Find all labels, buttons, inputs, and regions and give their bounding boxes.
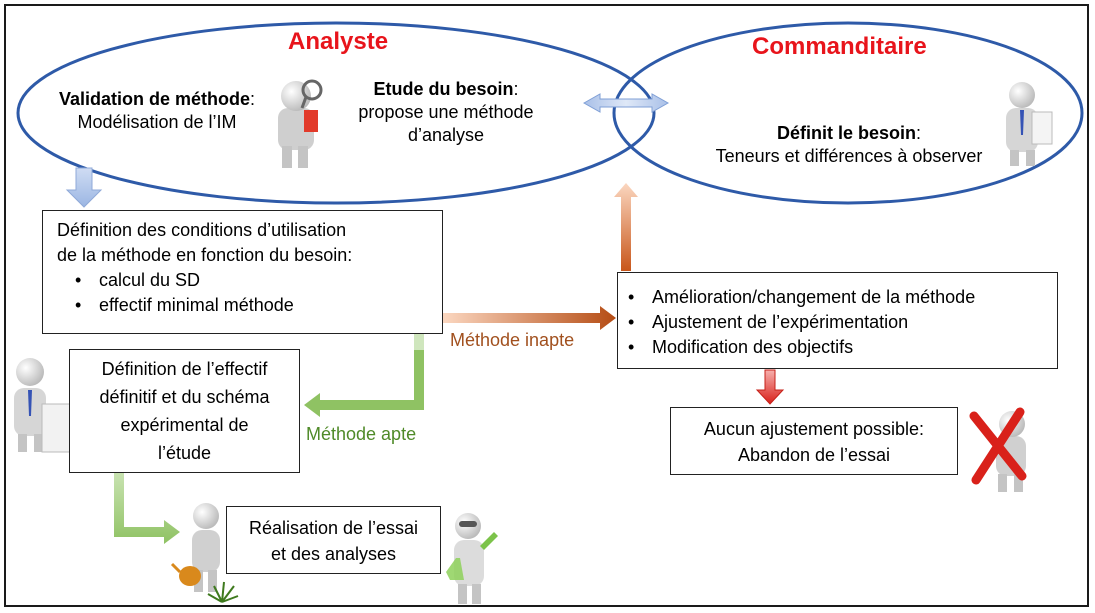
effectif-box: Définition de l’effectif définitif et du…	[69, 349, 300, 473]
analyst-magnifier-figure	[278, 79, 323, 168]
gardener-figure	[170, 503, 239, 603]
validation-detail: Modélisation de l’IM	[77, 112, 237, 132]
etude-detail-1: propose une méthode	[358, 102, 534, 122]
abandon-arrow	[755, 369, 785, 405]
validation-colon: :	[250, 89, 256, 109]
improvement-bullets: Amélioration/changement de la méthode Aj…	[614, 285, 1057, 360]
definit-heading: Définit le besoin	[776, 123, 916, 143]
conditions-bullets: calcul du SD effectif minimal méthode	[61, 268, 442, 318]
apte-arrow	[304, 334, 424, 417]
improvement-bullet-1: Amélioration/changement de la méthode	[614, 285, 1057, 310]
realisation-arrow	[114, 472, 180, 544]
blue-down-arrow	[65, 167, 103, 208]
realisation-line-1: Réalisation de l’essai	[248, 518, 419, 538]
methode-apte-label: Méthode apte	[306, 424, 417, 444]
etude-colon: :	[513, 79, 519, 99]
diagram-frame	[4, 4, 1089, 607]
conditions-line-2: de la méthode en fonction du besoin:	[57, 245, 353, 265]
abandon-box: Aucun ajustement possible: Abandon de l’…	[670, 407, 958, 475]
improvement-box: Amélioration/changement de la méthode Aj…	[617, 272, 1058, 369]
conditions-bullet-effectif: effectif minimal méthode	[61, 293, 442, 318]
red-x-figure	[969, 407, 1027, 492]
definit-block: Définit le besoin: Teneurs et différence…	[694, 122, 1004, 168]
abandon-line-1: Aucun ajustement possible:	[703, 419, 925, 439]
etude-detail-2: d’analyse	[407, 125, 485, 145]
realisation-line-2: et des analyses	[270, 544, 397, 564]
inapte-arrow	[443, 306, 616, 330]
definit-colon: :	[916, 123, 922, 143]
conditions-bullet-sd: calcul du SD	[61, 268, 442, 293]
analyste-ellipse	[16, 21, 656, 205]
double-arrow-icon	[582, 93, 670, 113]
effectif-line-4: l’étude	[157, 443, 212, 463]
effectif-line-1: Définition de l’effectif	[101, 359, 268, 379]
conditions-line-1: Définition des conditions d’utilisation	[57, 220, 347, 240]
definit-detail: Teneurs et différences à observer	[715, 146, 983, 166]
retour-arrow	[614, 183, 638, 271]
improvement-bullet-2: Ajustement de l’expérimentation	[614, 310, 1057, 335]
analyste-title: Analyste	[288, 28, 389, 55]
effectif-line-3: expérimental de	[120, 415, 249, 435]
abandon-line-2: Abandon de l’essai	[737, 445, 891, 465]
commanditaire-ellipse	[612, 21, 1084, 205]
effectif-line-2: définitif et du schéma	[99, 387, 270, 407]
etude-heading: Etude du besoin	[373, 79, 514, 99]
etude-block: Etude du besoin: propose une méthode d’a…	[336, 78, 556, 147]
scientist-figure	[446, 513, 498, 604]
commanditaire-title: Commanditaire	[752, 33, 927, 60]
realisation-box: Réalisation de l’essai et des analyses	[226, 506, 441, 574]
client-document-figure	[1006, 82, 1053, 166]
presenter-figure	[14, 358, 73, 453]
validation-block: Validation de méthode: Modélisation de l…	[46, 88, 268, 134]
improvement-bullet-3: Modification des objectifs	[614, 335, 1057, 360]
methode-inapte-label: Méthode inapte	[450, 330, 575, 350]
conditions-box: Définition des conditions d’utilisation …	[42, 210, 443, 334]
validation-heading: Validation de méthode	[58, 89, 250, 109]
